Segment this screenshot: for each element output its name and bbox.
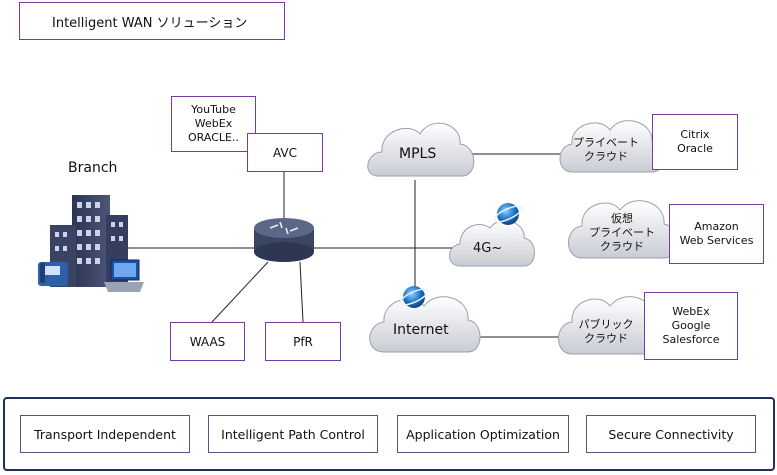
virtual-private-cloud-label: 仮想 プライベート クラウド: [589, 212, 655, 253]
connection-lines: [125, 153, 568, 338]
branch-label: Branch: [68, 160, 118, 176]
lte-label: 4G~: [473, 241, 503, 256]
globe-icon: [399, 286, 429, 308]
link-router-waas: [211, 261, 269, 323]
virtual-provider-box: Amazon Web Services: [669, 204, 764, 264]
mpls-cloud-icon: [367, 122, 475, 177]
pfr-box: PfR: [265, 322, 341, 361]
applications-box: YouTube WebEx ORACLE..: [171, 96, 256, 152]
private-provider-box: Citrix Oracle: [652, 114, 738, 170]
pillar-application-optimization: Application Optimization: [397, 415, 569, 453]
pillar-intelligent-path-control: Intelligent Path Control: [208, 415, 378, 453]
waas-box: WAAS: [170, 322, 245, 361]
public-provider-box: WebEx Google Salesforce: [644, 292, 738, 360]
globe-icon: [493, 203, 523, 225]
ip-phone-icon: [38, 262, 68, 286]
diagram-title: Intelligent WAN ソリューション: [19, 2, 285, 40]
internet-label: Internet: [393, 322, 449, 338]
avc-box: AVC: [247, 133, 323, 172]
pillar-secure-connectivity: Secure Connectivity: [586, 415, 756, 453]
topology-diagram: [38, 120, 677, 355]
mpls-label: MPLS: [399, 146, 437, 162]
pillar-transport-independent: Transport Independent: [20, 415, 190, 453]
lte-cloud-icon: [449, 220, 535, 267]
private-cloud-label: プライベート クラウド: [573, 136, 639, 163]
router-icon: [254, 218, 314, 262]
public-cloud-label: パブリック クラウド: [578, 318, 634, 345]
link-router-pfr: [299, 261, 304, 323]
laptop-icon: [104, 259, 144, 292]
internet-cloud-icon: [369, 296, 481, 353]
